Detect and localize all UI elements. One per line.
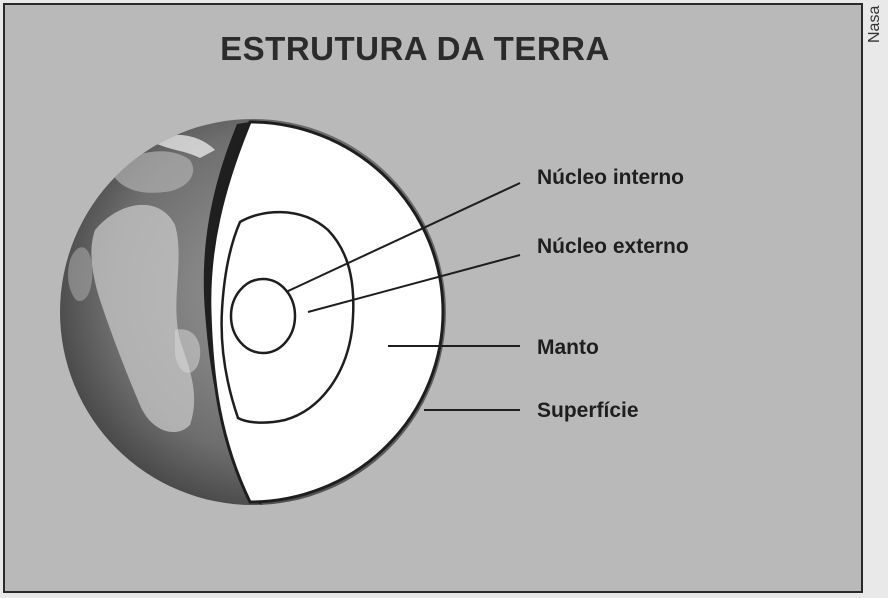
- africa-landmass: [91, 204, 195, 433]
- continents: [68, 134, 215, 433]
- label-surface: Superfície: [537, 399, 639, 422]
- label-inner-core: Núcleo interno: [537, 166, 684, 189]
- leader-line-inner-core: [285, 182, 521, 293]
- cloud-band: [150, 134, 215, 158]
- label-mantle: Manto: [537, 336, 599, 359]
- leader-line-outer-core: [307, 254, 521, 313]
- coast-landmass: [68, 247, 93, 301]
- madagascar-landmass: [175, 329, 201, 373]
- label-outer-core: Núcleo externo: [537, 235, 689, 258]
- inner-core-section: [229, 277, 297, 355]
- page-title: ESTRUTURA DA TERRA: [220, 30, 610, 67]
